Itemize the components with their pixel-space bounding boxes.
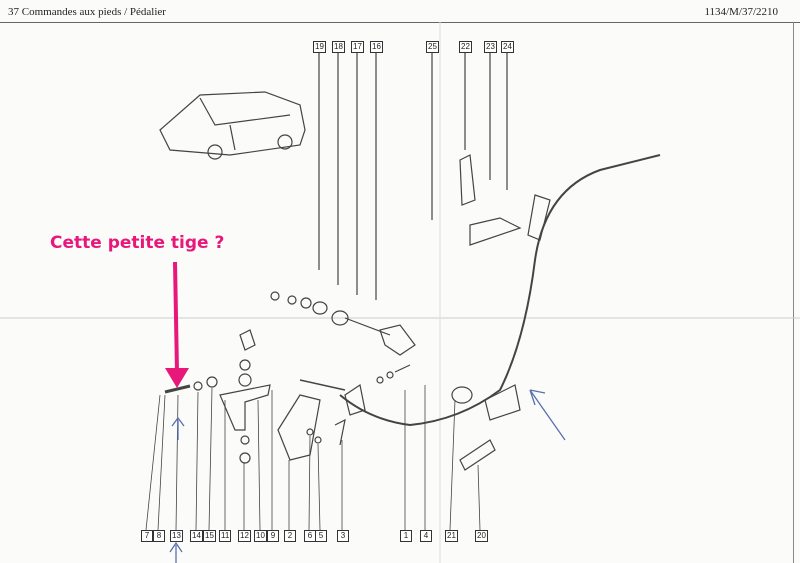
- annotation-question: Cette petite tige ?: [50, 233, 225, 253]
- part-label: 20: [475, 530, 488, 542]
- part-label: 21: [445, 530, 458, 542]
- part-label: 23: [484, 41, 497, 53]
- header-title: 37 Commandes aux pieds / Pédalier: [8, 6, 166, 18]
- part-label: 22: [459, 41, 472, 53]
- part-label: 25: [426, 41, 439, 53]
- part-label: 4: [420, 530, 432, 542]
- part-label: 18: [332, 41, 345, 53]
- header-rule: [0, 22, 800, 23]
- pen-marks: [169, 389, 566, 563]
- part-label: 13: [170, 530, 183, 542]
- part-label: 8: [153, 530, 165, 542]
- part-label: 17: [351, 41, 364, 53]
- part-label: 19: [313, 41, 326, 53]
- part-label: 2: [284, 530, 296, 542]
- part-label: 15: [203, 530, 216, 542]
- part-label: 24: [501, 41, 514, 53]
- part-label: 16: [370, 41, 383, 53]
- part-label: 3: [337, 530, 349, 542]
- part-label: 9: [267, 530, 279, 542]
- part-label: 6: [304, 530, 316, 542]
- part-label: 1: [400, 530, 412, 542]
- part-label: 10: [254, 530, 267, 542]
- part-label: 12: [238, 530, 251, 542]
- part-label: 11: [219, 530, 232, 542]
- vehicle-illustration: [159, 91, 306, 160]
- part-label: 14: [190, 530, 203, 542]
- frame-border: [793, 22, 794, 563]
- header-reference: 1134/M/37/2210: [704, 6, 778, 18]
- annotation-arrow: [165, 261, 189, 388]
- part-label: 7: [141, 530, 153, 542]
- part-label: 5: [315, 530, 327, 542]
